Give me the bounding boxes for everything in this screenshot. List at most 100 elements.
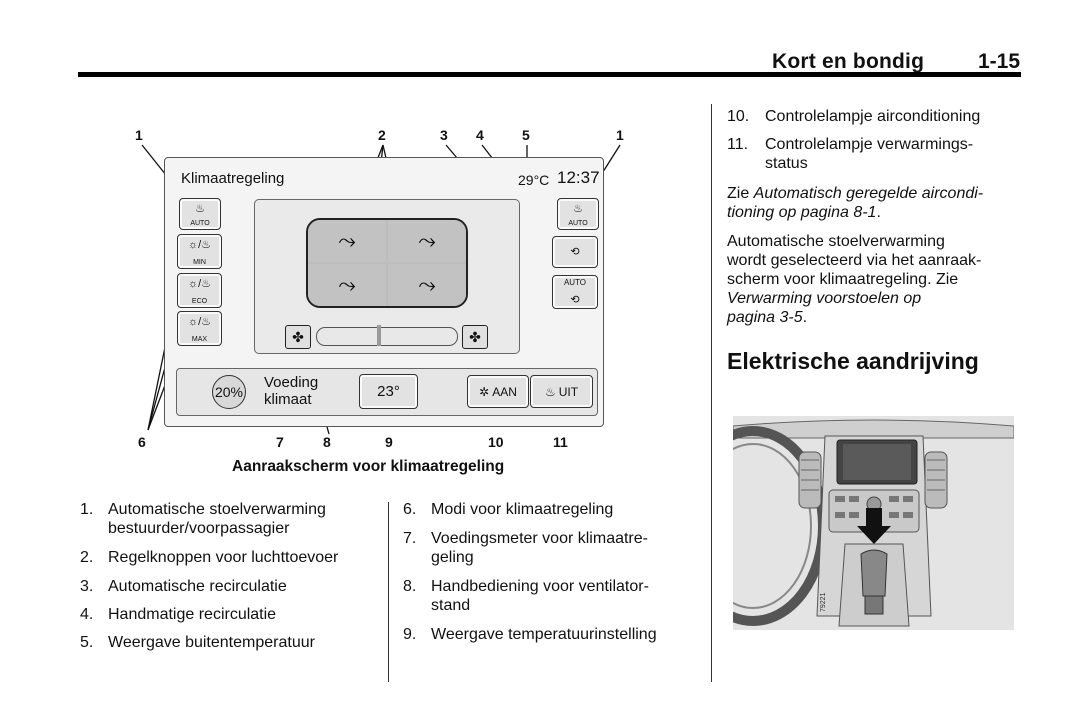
airflow-face-button[interactable]: ⤳ bbox=[308, 220, 386, 262]
item-text: Handbediening voor ventilator-stand bbox=[431, 578, 649, 614]
fan-decrease-button[interactable]: ✤ bbox=[285, 325, 311, 349]
item-number: 8. bbox=[403, 578, 417, 595]
airflow-feet-icon: ⤳ bbox=[338, 272, 356, 297]
set-temperature-display[interactable]: 23° bbox=[359, 374, 418, 409]
header-rule bbox=[78, 72, 1021, 77]
item-text: Voedingsmeter voor klimaatre-geling bbox=[431, 530, 648, 566]
column-divider-left bbox=[388, 502, 389, 682]
mode-icon: ☼/♨ bbox=[188, 239, 211, 251]
callout-8: 8 bbox=[323, 434, 331, 450]
list-item: 8. Handbediening voor ventilator-stand bbox=[403, 577, 649, 615]
set-temperature-value: 23° bbox=[377, 383, 400, 400]
callout-11: 11 bbox=[553, 434, 568, 450]
heat-icon: ♨ bbox=[544, 384, 556, 399]
callout-3: 3 bbox=[440, 127, 448, 143]
power-percent: 20% bbox=[214, 384, 244, 400]
callout-6: 6 bbox=[138, 434, 146, 450]
outside-temperature: 29°C bbox=[518, 172, 550, 188]
item-number: 5. bbox=[80, 634, 94, 651]
clock: 12:37 bbox=[557, 168, 600, 187]
callout-1-right: 1 bbox=[616, 127, 624, 143]
auto-label: AUTO bbox=[568, 220, 588, 227]
seat-heat-paragraph: Automatische stoelverwarming wordt gesel… bbox=[727, 233, 982, 326]
mode-min-button[interactable]: ☼/♨ MIN bbox=[177, 234, 222, 269]
airflow-mode-grid: ⤳ ⤳ ⤳ ⤳ bbox=[306, 218, 468, 308]
screen-title: Klimaatregeling bbox=[181, 170, 285, 187]
list-item: 10. Controlelampje airconditioning bbox=[727, 107, 980, 126]
power-gauge: 20% bbox=[212, 375, 246, 409]
ac-indicator-button[interactable]: ✲ AAN bbox=[467, 375, 529, 408]
item-number: 2. bbox=[80, 549, 94, 566]
manual-recirculation-button[interactable]: ⟲ bbox=[552, 236, 598, 268]
item-text: Automatische recirculatie bbox=[108, 578, 287, 595]
list-item: 2. Regelknoppen voor luchttoevoer bbox=[80, 548, 338, 567]
fan-speed-slider[interactable] bbox=[316, 325, 458, 346]
mode-eco-label: ECO bbox=[191, 298, 208, 305]
item-text: Modi voor klimaatregeling bbox=[431, 501, 614, 518]
dashboard-illustration: 79221 bbox=[733, 416, 1014, 630]
callout-2: 2 bbox=[378, 127, 386, 143]
cross-reference-link[interactable]: Automatisch geregelde aircondi-tioning o… bbox=[727, 185, 984, 221]
column-divider-right bbox=[711, 104, 712, 682]
fan-increase-button[interactable]: ✤ bbox=[462, 325, 488, 349]
figure-caption: Aanraakscherm voor klimaatregeling bbox=[232, 458, 505, 475]
item-number: 1. bbox=[80, 501, 94, 518]
auto-seat-heat-left-button[interactable]: ♨ AUTO bbox=[179, 198, 221, 230]
airflow-defrost-feet-button[interactable]: ⤳ bbox=[388, 264, 466, 306]
airflow-face-feet-button[interactable]: ⤳ bbox=[388, 220, 466, 262]
airflow-defrost-feet-icon: ⤳ bbox=[418, 272, 436, 297]
item-text: Controlelampje verwarmings-status bbox=[765, 136, 974, 172]
gear-selector-photo: 79221 bbox=[733, 416, 1014, 630]
auto-label: AUTO bbox=[190, 220, 210, 227]
heat-off-label: UIT bbox=[558, 384, 579, 399]
callout-5: 5 bbox=[522, 127, 530, 143]
snowflake-icon: ✲ bbox=[479, 384, 490, 399]
mode-max-button[interactable]: ☼/♨ MAX bbox=[177, 311, 222, 346]
callout-9: 9 bbox=[385, 434, 393, 450]
item-number: 7. bbox=[403, 530, 417, 547]
mode-icon: ☼/♨ bbox=[188, 278, 211, 290]
list-item: 11. Controlelampje verwarmings-status bbox=[727, 135, 973, 173]
auto-recirculation-button[interactable]: AUTO ⟲ bbox=[552, 275, 598, 309]
callout-10: 10 bbox=[488, 434, 504, 450]
callout-1-left: 1 bbox=[135, 127, 143, 143]
list-item: 7. Voedingsmeter voor klimaatre-geling bbox=[403, 529, 648, 567]
item-text: Weergave temperatuurinstelling bbox=[431, 626, 657, 643]
seat-heat-icon: ♨ bbox=[573, 203, 583, 215]
mode-min-label: MIN bbox=[193, 259, 206, 266]
item-number: 3. bbox=[80, 578, 94, 595]
item-text: Weergave buitentemperatuur bbox=[108, 634, 315, 651]
fan-slider-handle[interactable] bbox=[377, 325, 381, 346]
airflow-feet-button[interactable]: ⤳ bbox=[308, 264, 386, 306]
mode-icon: ☼/♨ bbox=[188, 316, 211, 328]
mode-eco-button[interactable]: ☼/♨ ECO bbox=[177, 273, 222, 308]
list-item: 6. Modi voor klimaatregeling bbox=[403, 500, 613, 519]
airflow-face-icon: ⤳ bbox=[338, 228, 356, 253]
section-heading: Elektrische aandrijving bbox=[727, 348, 979, 374]
list-item: 5. Weergave buitentemperatuur bbox=[80, 633, 315, 652]
airflow-face-feet-icon: ⤳ bbox=[418, 228, 436, 253]
item-text: Handmatige recirculatie bbox=[108, 606, 277, 623]
fan-icon: ✤ bbox=[469, 328, 481, 345]
power-label-line1: Voeding bbox=[264, 374, 319, 391]
recirculation-icon: ⟲ bbox=[570, 246, 580, 258]
item-number: 11. bbox=[727, 136, 749, 153]
item-number: 4. bbox=[80, 606, 94, 623]
heat-indicator-button[interactable]: ♨ UIT bbox=[530, 375, 593, 408]
callout-4: 4 bbox=[476, 127, 484, 143]
mode-max-label: MAX bbox=[191, 336, 208, 343]
running-header-title: Kort en bondig bbox=[772, 50, 925, 73]
item-number: 9. bbox=[403, 626, 417, 643]
auto-recirc-label: AUTO bbox=[563, 278, 587, 287]
cross-reference-paragraph-1: Zie Automatisch geregelde aircondi-tioni… bbox=[727, 185, 984, 221]
callout-7: 7 bbox=[276, 434, 284, 450]
item-text: Controlelampje airconditioning bbox=[765, 108, 981, 125]
photo-code: 79221 bbox=[820, 592, 827, 612]
auto-seat-heat-right-button[interactable]: ♨ AUTO bbox=[557, 198, 599, 230]
item-number: 10. bbox=[727, 108, 750, 125]
list-item: 9. Weergave temperatuurinstelling bbox=[403, 625, 657, 644]
item-number: 6. bbox=[403, 501, 417, 518]
